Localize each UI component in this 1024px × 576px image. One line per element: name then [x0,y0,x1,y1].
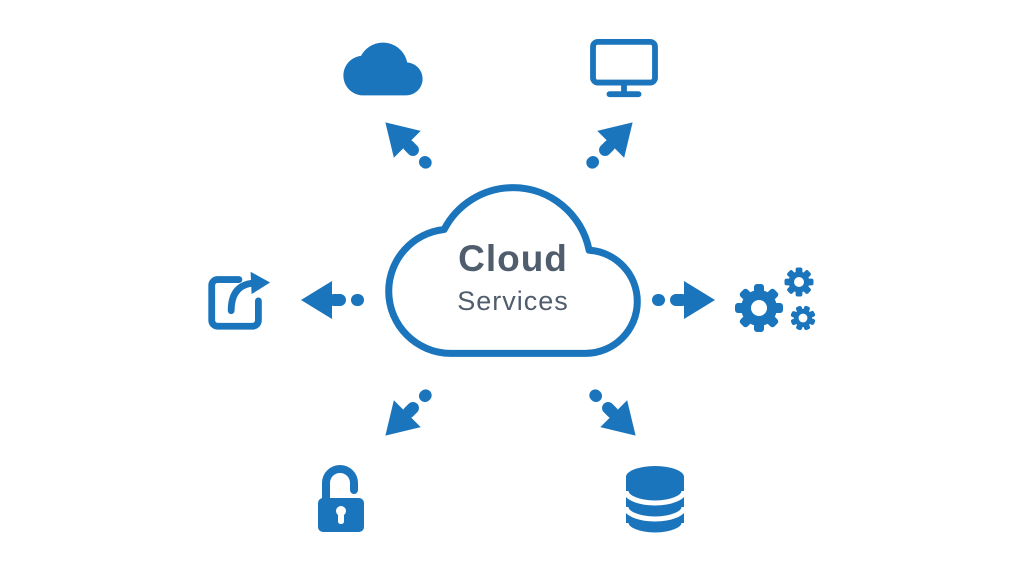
arrow-down-left [371,376,445,450]
share-icon [208,271,271,330]
database-icon [623,466,687,538]
monitor-icon [590,38,658,98]
center-cloud-shape [385,184,641,357]
arrow-right [651,280,715,320]
unlock-icon [318,465,364,532]
arrow-down-right [576,376,650,450]
gears-icon [735,267,816,332]
arrow-left [301,280,365,320]
cloud-icon [343,42,423,96]
